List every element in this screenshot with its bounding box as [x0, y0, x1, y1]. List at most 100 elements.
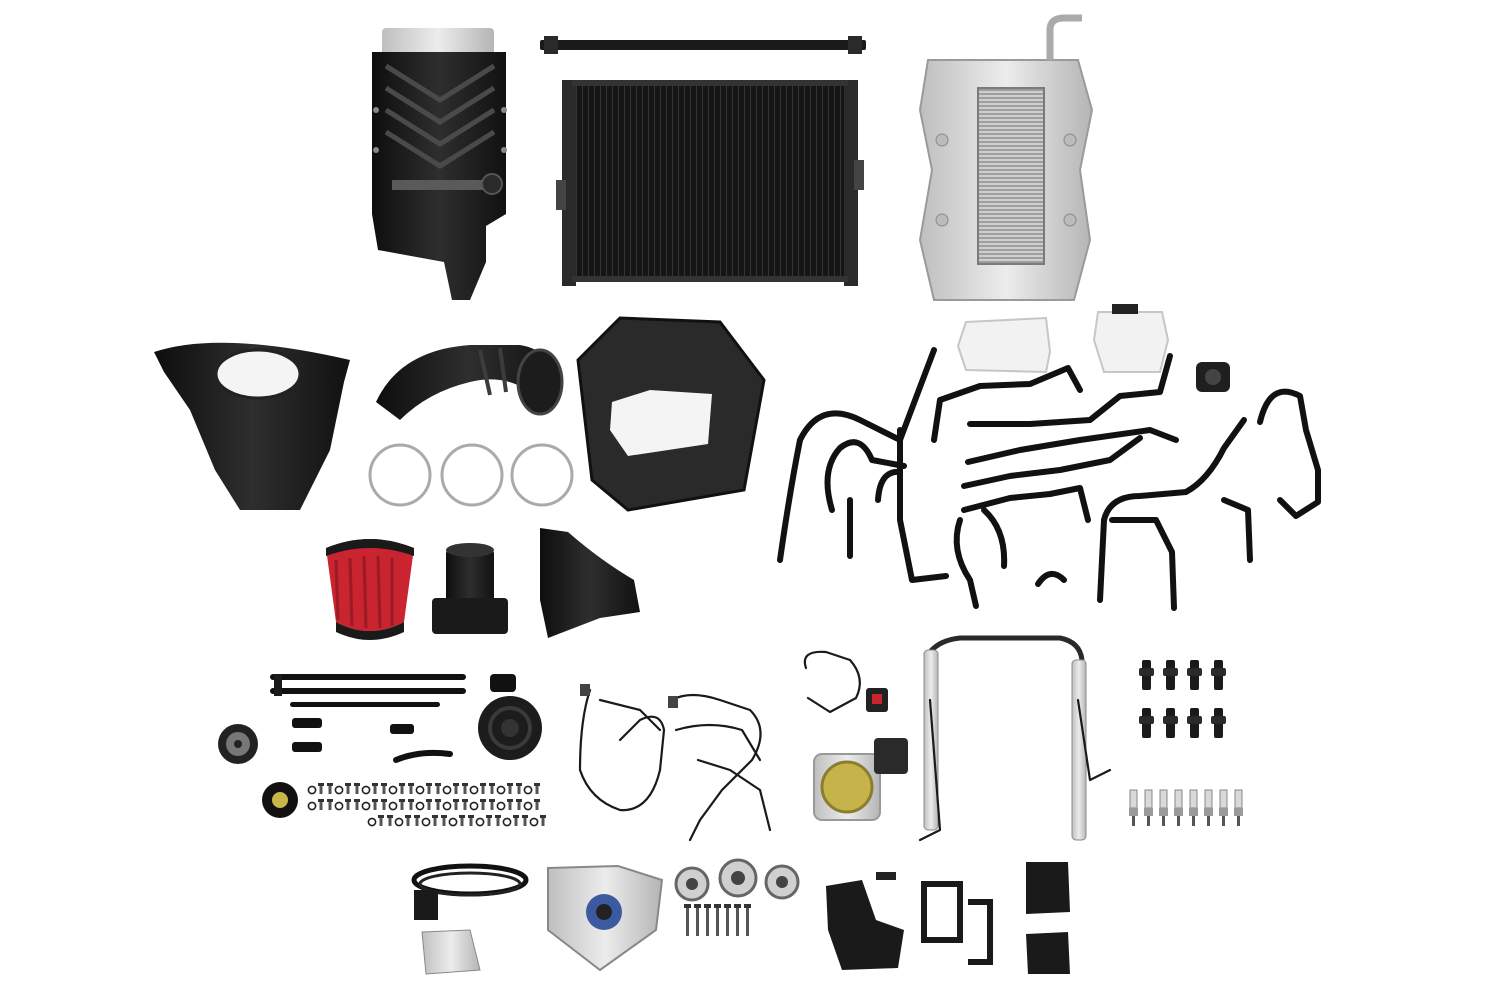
bolt-icon	[415, 785, 425, 795]
bolt-icon	[480, 783, 486, 794]
bolt-icon	[475, 817, 485, 827]
bolt-icon	[372, 783, 378, 794]
wiring-harnesses	[578, 650, 888, 842]
injector-icon	[1211, 660, 1226, 690]
mounting-bar	[540, 36, 866, 54]
injector-icon	[1139, 708, 1154, 738]
idler-pulleys	[674, 858, 800, 902]
bolt-icon	[496, 801, 506, 811]
bolt-icon	[327, 799, 333, 810]
plug-icon	[1204, 789, 1213, 826]
bolt-icon	[354, 799, 360, 810]
bolt-icon	[307, 785, 317, 795]
bolt-icon	[507, 799, 513, 810]
rubber-cover	[478, 696, 542, 760]
bolt-icon	[367, 817, 377, 827]
bolt-icon	[516, 799, 522, 810]
plug-icon	[1174, 789, 1183, 826]
bolt-icon	[502, 817, 512, 827]
hardware	[307, 783, 751, 936]
injector-icon	[1139, 660, 1154, 690]
bolt-icon	[432, 815, 438, 826]
bolt-icon	[469, 785, 479, 795]
bolt-icon	[318, 783, 324, 794]
bolt-icon	[724, 904, 731, 936]
bolt-icon	[462, 783, 468, 794]
injector-icon	[1187, 660, 1202, 690]
tensioner-bracket	[421, 864, 664, 975]
bolt-icon	[453, 783, 459, 794]
plug-icon	[1219, 789, 1228, 826]
bolt-icon	[744, 904, 751, 936]
bolt-icon	[522, 815, 528, 826]
bolt-icon	[345, 783, 351, 794]
bolt-icon	[408, 783, 414, 794]
bolt-icon	[496, 785, 506, 795]
bolt-icon	[421, 817, 431, 827]
airbox-lid	[576, 316, 766, 512]
injector-icon	[1187, 708, 1202, 738]
bolt-icon	[399, 783, 405, 794]
bolt-icon	[354, 783, 360, 794]
bolt-icon	[534, 799, 540, 810]
bolt-icon	[489, 799, 495, 810]
bolt-icon	[361, 801, 371, 811]
bolt-icon	[453, 799, 459, 810]
bolt-icon	[435, 799, 441, 810]
bolt-icon	[523, 785, 533, 795]
plug-icon	[1234, 789, 1243, 826]
bolt-icon	[318, 799, 324, 810]
bolt-icon	[414, 815, 420, 826]
bolt-icon	[408, 799, 414, 810]
bolt-icon	[694, 904, 701, 936]
bolt-icon	[704, 904, 711, 936]
bolt-icon	[469, 801, 479, 811]
drive-belts	[411, 863, 529, 920]
throttle-body	[813, 738, 908, 821]
bolt-icon	[486, 815, 492, 826]
airbox	[154, 342, 350, 510]
bolt-icon	[513, 815, 519, 826]
bolt-icon	[405, 815, 411, 826]
bolt-icon	[684, 904, 691, 936]
pulley	[218, 724, 298, 818]
injector-icon	[1163, 660, 1178, 690]
injector-icon	[1163, 708, 1178, 738]
duct	[540, 528, 640, 638]
bolt-icon	[378, 815, 384, 826]
brackets	[826, 862, 1070, 974]
intake-manifold	[918, 14, 1094, 301]
bolt-icon	[381, 799, 387, 810]
bolt-icon	[361, 785, 371, 795]
bolt-icon	[516, 783, 522, 794]
bolt-icon	[387, 815, 393, 826]
bolt-icon	[327, 783, 333, 794]
bolt-icon	[523, 801, 533, 811]
plug-icon	[1189, 789, 1198, 826]
bolt-icon	[529, 817, 539, 827]
air-filter	[326, 539, 414, 640]
coolant-hoses	[777, 347, 1321, 611]
bolt-icon	[462, 799, 468, 810]
bolt-icon	[334, 785, 344, 795]
bolt-icon	[399, 799, 405, 810]
bolt-icon	[372, 799, 378, 810]
coupler	[432, 543, 508, 634]
bolt-icon	[381, 783, 387, 794]
bolt-icon	[714, 904, 721, 936]
supercharger	[372, 28, 507, 300]
bolt-icon	[448, 817, 458, 827]
bolt-icon	[334, 801, 344, 811]
hose-clamps	[368, 443, 574, 507]
fuel-injectors	[1139, 660, 1226, 738]
bolt-icon	[489, 783, 495, 794]
bolt-icon	[388, 785, 398, 795]
plug-icon	[1159, 789, 1168, 826]
bolt-icon	[441, 815, 447, 826]
vacuum-lines	[270, 674, 516, 763]
bolt-icon	[468, 815, 474, 826]
spark-plugs	[1129, 789, 1243, 826]
bolt-icon	[442, 785, 452, 795]
bolt-icon	[307, 801, 317, 811]
bolt-icon	[345, 799, 351, 810]
